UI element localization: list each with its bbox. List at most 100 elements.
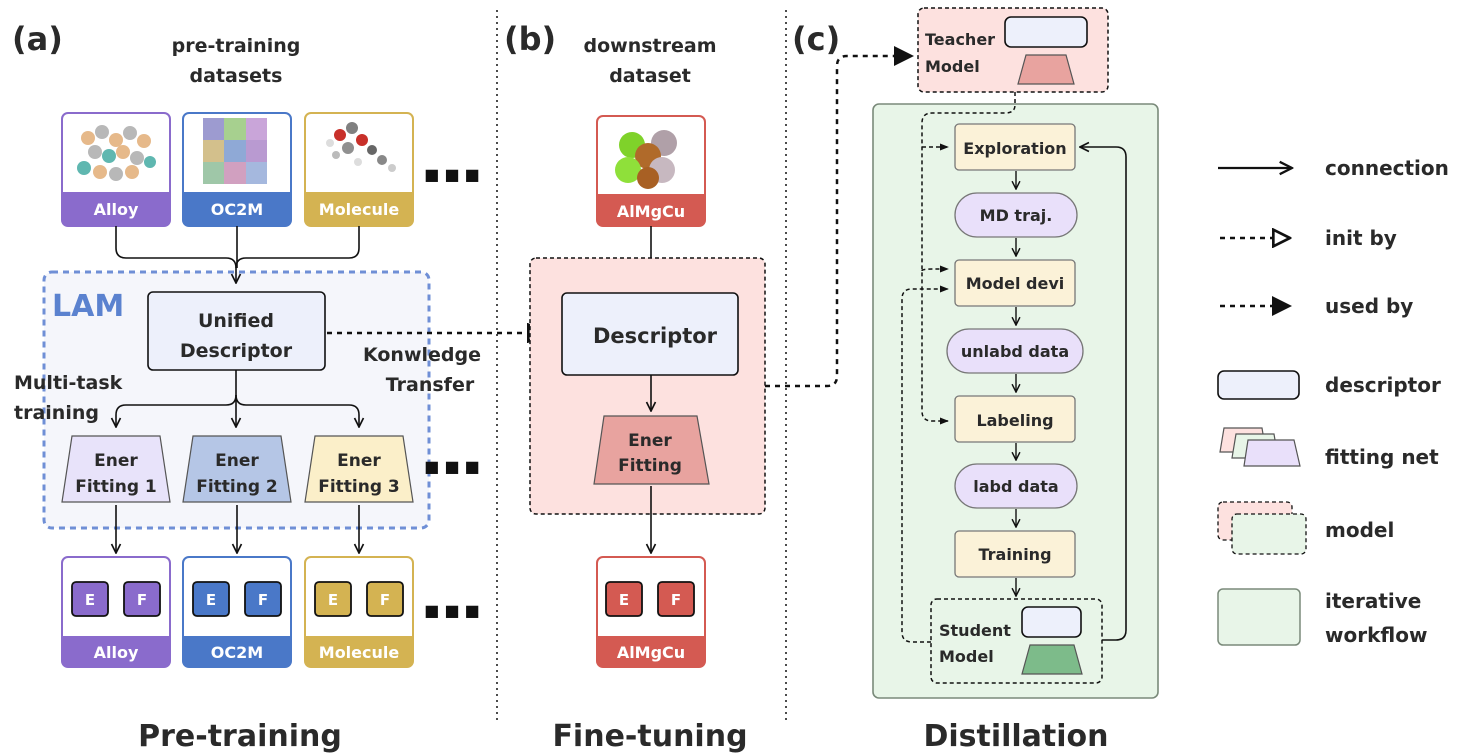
student-fitting-icon bbox=[1021, 644, 1083, 675]
datasets-title-line1: pre-training bbox=[172, 35, 301, 57]
dataset-card-almgcu: AlMgCu bbox=[596, 115, 706, 227]
almgcu-energy-label: E bbox=[619, 591, 629, 609]
fitting1-line1: Ener bbox=[94, 451, 138, 471]
dataset-label-oc2m: OC2M bbox=[211, 200, 263, 219]
legend-model: model bbox=[1217, 501, 1394, 555]
step-unlabd-data-label: unlabd data bbox=[961, 342, 1069, 361]
step-labd-data: labd data bbox=[954, 463, 1078, 509]
datasets-title-line2: datasets bbox=[190, 65, 283, 87]
dataset-card-molecule: Molecule bbox=[304, 112, 414, 227]
unified-descriptor-line2: Descriptor bbox=[180, 340, 293, 362]
datasets-ellipsis: ■ ■ ■ bbox=[424, 165, 480, 184]
fitting3-line2: Fitting 3 bbox=[318, 477, 400, 497]
connector-descriptor-to-fitting3 bbox=[235, 394, 359, 427]
descriptor-label-b: Descriptor bbox=[593, 324, 718, 348]
step-labeling-label: Labeling bbox=[976, 411, 1053, 430]
footer-distillation: Distillation bbox=[923, 719, 1108, 753]
teacher-label-line1: Teacher bbox=[925, 30, 995, 49]
step-training-label: Training bbox=[978, 545, 1051, 564]
dataset-label-molecule: Molecule bbox=[319, 200, 400, 219]
fitting-b-line2: Fitting bbox=[618, 456, 682, 476]
output-label-oc2m: OC2M bbox=[211, 643, 263, 662]
downstream-title-line2: dataset bbox=[609, 65, 691, 87]
legend-fitting-net-label: fitting net bbox=[1325, 445, 1439, 469]
output-card-almgcu: E F AlMgCu bbox=[596, 556, 706, 668]
panel-letter-b: (b) bbox=[504, 20, 556, 58]
unified-descriptor-line1: Unified bbox=[198, 310, 274, 332]
step-md-traj-label: MD traj. bbox=[980, 206, 1053, 225]
student-label-line1: Student bbox=[939, 621, 1011, 640]
panel-letter-a: (a) bbox=[12, 20, 63, 58]
step-exploration-label: Exploration bbox=[963, 139, 1066, 158]
panel-b: (b) downstream dataset AlMgCu Descriptor… bbox=[504, 20, 766, 753]
step-model-devi-label: Model devi bbox=[966, 274, 1065, 293]
legend-descriptor: descriptor bbox=[1217, 370, 1441, 400]
alloy-energy-label: E bbox=[85, 591, 95, 609]
connector-molecule-to-descriptor bbox=[235, 226, 360, 269]
output-card-oc2m: E F OC2M bbox=[182, 556, 292, 668]
output-card-alloy: E F Alloy bbox=[61, 556, 171, 668]
dataset-card-alloy: Alloy bbox=[61, 112, 171, 227]
fitting-net-b: Ener Fitting bbox=[593, 415, 710, 485]
fitting1-line2: Fitting 1 bbox=[75, 477, 157, 497]
outputs-ellipsis: ■ ■ ■ bbox=[424, 601, 480, 620]
oc2m-structure-image bbox=[203, 118, 267, 184]
multitask-line2: training bbox=[14, 402, 99, 424]
footer-pretraining: Pre-training bbox=[138, 719, 342, 753]
oc2m-force-label: F bbox=[258, 591, 268, 609]
molecule-structure-image bbox=[326, 122, 396, 172]
knowledge-transfer-line2: Transfer bbox=[386, 374, 475, 396]
panel-letter-c: (c) bbox=[792, 20, 840, 58]
student-descriptor-icon bbox=[1021, 606, 1082, 638]
legend-fitting-net: fitting net bbox=[1219, 427, 1439, 469]
teacher-to-modeldevi-link bbox=[921, 265, 949, 273]
molecule-force-label: F bbox=[380, 591, 390, 609]
legend-iterative-line1: iterative bbox=[1325, 589, 1421, 613]
legend: connection init by used by descriptor fi… bbox=[1217, 156, 1449, 647]
fitting-net-1: Ener Fitting 1 bbox=[61, 435, 171, 503]
student-label-line2: Model bbox=[939, 647, 994, 666]
used-by-arrow-to-teacher bbox=[765, 46, 914, 388]
output-label-almgcu: AlMgCu bbox=[617, 643, 685, 662]
step-md-traj: MD traj. bbox=[954, 192, 1078, 238]
multitask-line1: Multi-task bbox=[14, 372, 123, 394]
lam-label: LAM bbox=[52, 289, 124, 324]
legend-iterative-workflow: iterative workflow bbox=[1217, 588, 1427, 647]
alloy-force-label: F bbox=[137, 591, 147, 609]
dataset-label-almgcu: AlMgCu bbox=[617, 202, 685, 221]
dataset-label-alloy: Alloy bbox=[94, 200, 139, 219]
legend-connection-label: connection bbox=[1325, 156, 1449, 180]
legend-init-by-label: init by bbox=[1325, 226, 1397, 250]
legend-iterative-line2: workflow bbox=[1325, 623, 1427, 647]
output-label-molecule: Molecule bbox=[319, 643, 400, 662]
descriptor-box-b bbox=[561, 292, 739, 376]
output-card-molecule: E F Molecule bbox=[304, 556, 414, 668]
downstream-title-line1: downstream bbox=[584, 35, 717, 57]
panel-a: (a) pre-training datasets LAM Alloy bbox=[12, 20, 481, 753]
legend-init-by: init by bbox=[1220, 226, 1397, 250]
step-exploration: Exploration bbox=[954, 123, 1076, 171]
fittings-ellipsis: ■ ■ ■ bbox=[424, 457, 480, 476]
fitting3-line1: Ener bbox=[337, 451, 381, 471]
molecule-energy-label: E bbox=[328, 591, 338, 609]
legend-model-label: model bbox=[1325, 518, 1394, 542]
almgcu-force-label: F bbox=[671, 591, 681, 609]
knowledge-transfer-line1: Konwledge bbox=[363, 344, 481, 366]
step-labd-data-label: labd data bbox=[973, 477, 1058, 496]
fitting-net-3: Ener Fitting 3 bbox=[304, 435, 414, 503]
step-labeling: Labeling bbox=[954, 395, 1076, 443]
legend-descriptor-label: descriptor bbox=[1325, 373, 1441, 397]
step-training: Training bbox=[954, 530, 1076, 578]
feedback-loop-arrow bbox=[1080, 147, 1127, 641]
panel-c: (c) Teacher Model Exploration MD traj. bbox=[792, 7, 1159, 753]
teacher-to-labeling-link bbox=[921, 92, 1016, 425]
legend-used-by: used by bbox=[1220, 294, 1413, 318]
fitting-net-2: Ener Fitting 2 bbox=[182, 435, 292, 503]
legend-connection: connection bbox=[1218, 156, 1449, 180]
step-model-devi: Model devi bbox=[954, 259, 1076, 307]
fitting-b-line1: Ener bbox=[628, 431, 672, 451]
fitting2-line1: Ener bbox=[215, 451, 259, 471]
teacher-label-line2: Model bbox=[925, 57, 980, 76]
fitting2-line2: Fitting 2 bbox=[196, 477, 278, 497]
